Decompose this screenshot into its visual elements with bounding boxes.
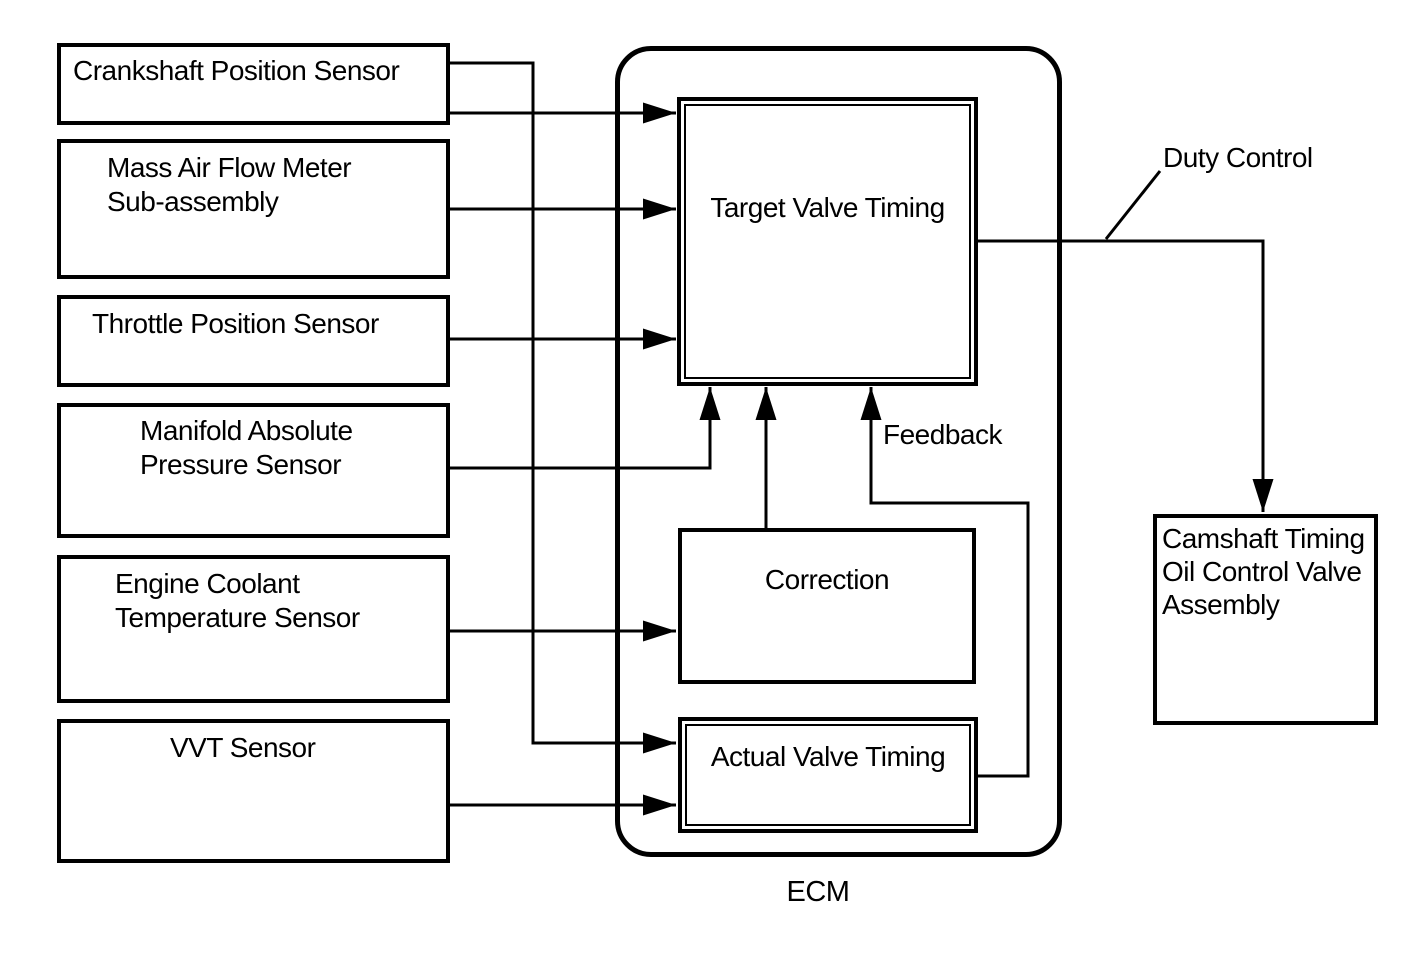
target-valve-timing-box: Target Valve Timing: [677, 97, 978, 386]
ecm-label: ECM: [786, 876, 850, 908]
sensor-label-manifold-absolute-pressure-sensor: Manifold Absolute Pressure Sensor: [140, 415, 353, 480]
sensor-box-vvt-sensor: VVT Sensor: [57, 719, 450, 863]
actual-valve-timing-inner-border: Actual Valve Timing: [685, 724, 971, 826]
target-valve-timing-inner-border: Target Valve Timing: [684, 104, 971, 379]
sensor-box-crankshaft-position-sensor: Crankshaft Position Sensor: [57, 43, 450, 125]
camshaft-timing-oil-control-valve-assembly-box: Camshaft Timing Oil Control Valve Assemb…: [1153, 514, 1378, 725]
correction-label: Correction: [764, 564, 890, 595]
sensor-label-throttle-position-sensor: Throttle Position Sensor: [92, 308, 379, 339]
sensor-box-engine-coolant-temperature-sensor: Engine Coolant Temperature Sensor: [57, 555, 450, 703]
feedback-label: Feedback: [883, 419, 1002, 450]
connector-duty-control-label-to-output-line: [1104, 170, 1162, 240]
sensor-box-manifold-absolute-pressure-sensor: Manifold Absolute Pressure Sensor: [57, 403, 450, 538]
duty-control-label: Duty Control: [1163, 142, 1313, 173]
sensor-label-engine-coolant-temperature-sensor: Engine Coolant Temperature Sensor: [115, 568, 360, 633]
actual-valve-timing-label: Actual Valve Timing: [710, 741, 946, 772]
camshaft-timing-oil-control-valve-assembly-label: Camshaft Timing Oil Control Valve Assemb…: [1162, 523, 1365, 620]
correction-box: Correction: [678, 528, 976, 684]
actual-valve-timing-box: Actual Valve Timing: [678, 717, 978, 833]
sensor-box-throttle-position-sensor: Throttle Position Sensor: [57, 295, 450, 387]
sensor-label-mass-air-flow-meter: Mass Air Flow Meter Sub-assembly: [107, 152, 352, 217]
target-valve-timing-label: Target Valve Timing: [710, 192, 945, 223]
sensor-box-mass-air-flow-meter: Mass Air Flow Meter Sub-assembly: [57, 139, 450, 279]
sensor-label-crankshaft-position-sensor: Crankshaft Position Sensor: [73, 55, 400, 86]
sensor-label-vvt-sensor: VVT Sensor: [170, 732, 316, 763]
